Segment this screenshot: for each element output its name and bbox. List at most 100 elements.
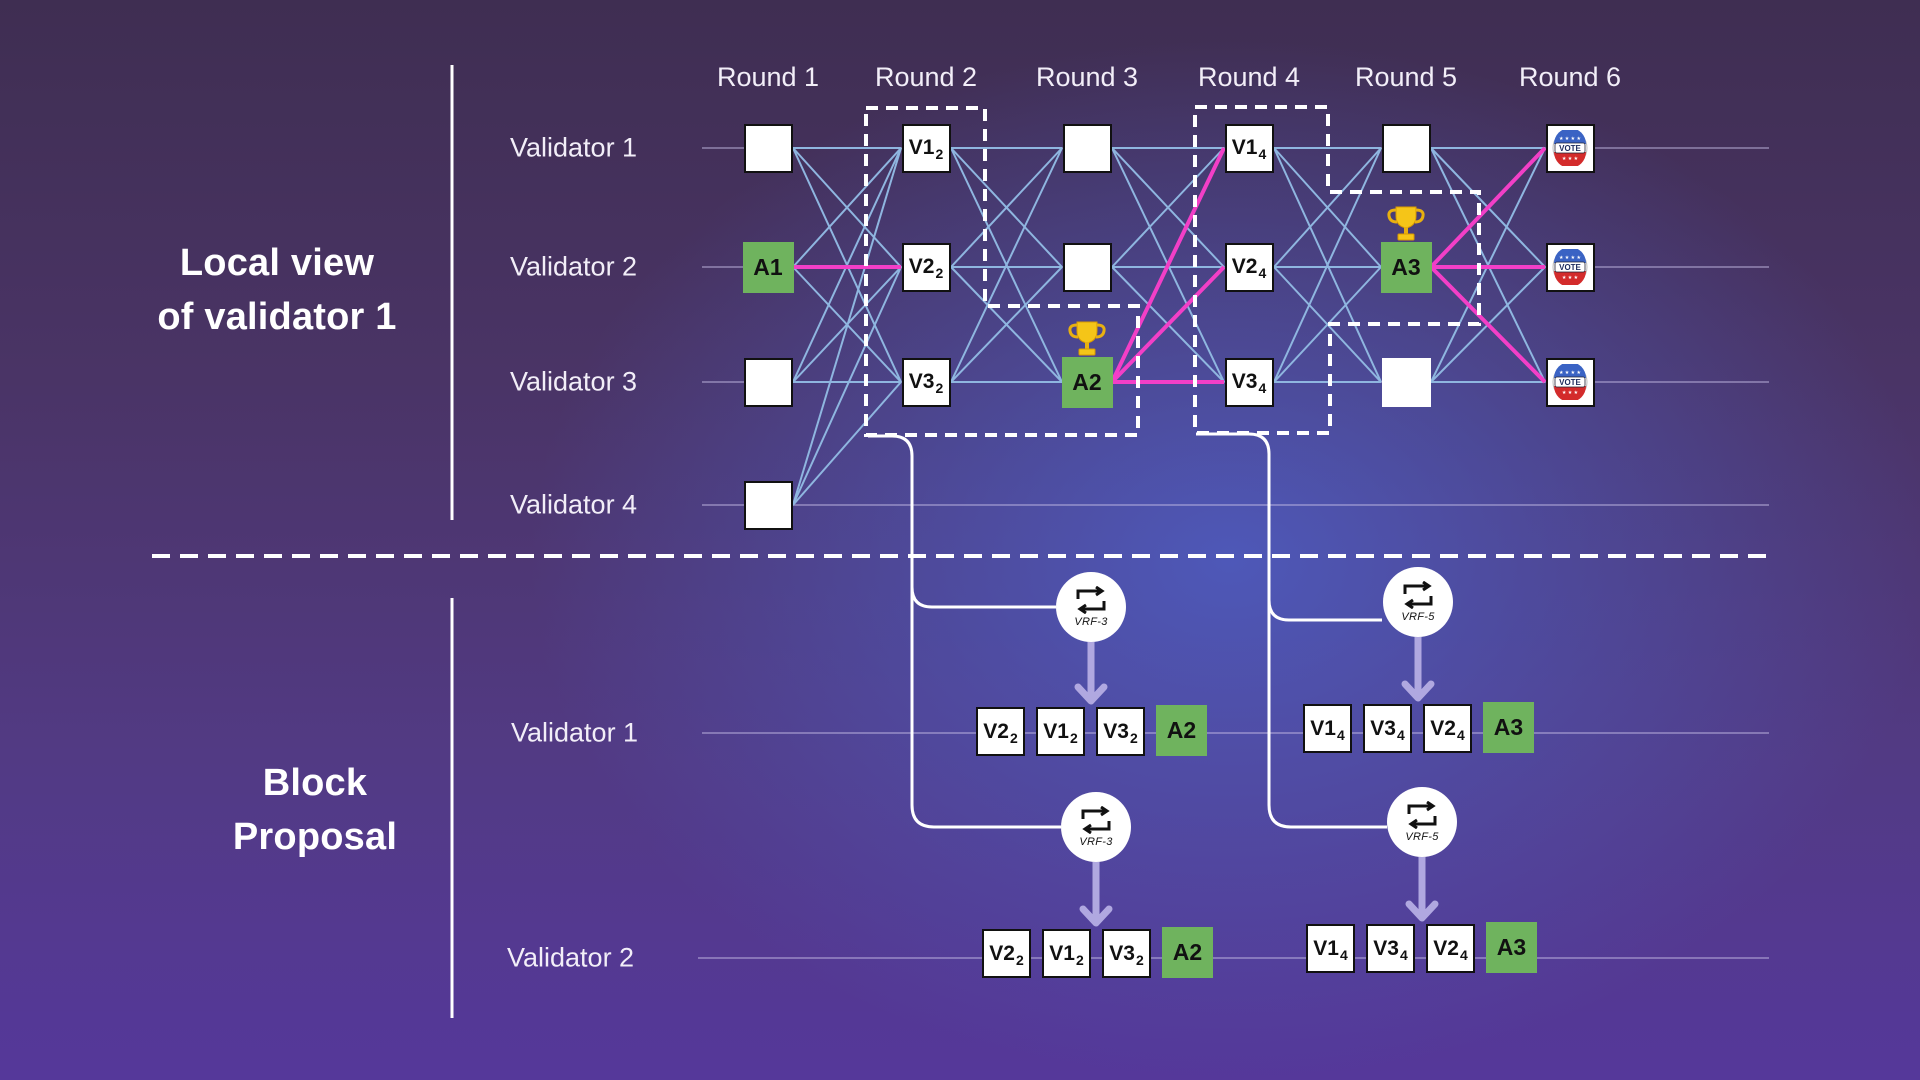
shuffle-repeat-icon [1076,586,1106,614]
block-label: V1 [1043,719,1069,743]
vrf-label: VRF-5 [1401,611,1435,623]
anchor-support-edge [1110,147,1226,383]
reference-edge [1273,266,1382,383]
block-label: V3 [1370,716,1396,740]
anchor-vertex-a1[interactable]: A1 [742,241,794,293]
empty-vertex-r3-v1[interactable] [1062,123,1112,173]
anchor-vertex-a3[interactable]: A3 [1380,241,1432,293]
reference-edge [792,381,902,506]
flow-connector-round-4-to-v2 [1267,600,1387,829]
vrf-node-1[interactable]: VRF-3 [1056,572,1126,642]
vertex-round-subscript: 2 [935,265,944,281]
block-label: V2 [1433,936,1459,960]
shuffle-repeat-icon [1081,806,1111,834]
local-row-label-3: Validator 3 [510,366,638,397]
vote-badge-icon: VOTE ★ ★ ★ ★ ★ ★ ★ [1552,130,1588,166]
proposal-row-label-2: Validator 2 [507,942,635,973]
reference-edge [792,266,902,506]
anchor-support-edge [1429,265,1547,384]
block-label: V1 [1310,716,1336,740]
reference-edge [950,147,1063,268]
block-proposal-title-line1: Block [262,762,368,804]
block-round-subscript: 4 [1459,946,1468,963]
trophy-icon [1387,206,1425,240]
proposal-anchor-a2[interactable]: A2 [1162,927,1213,978]
empty-vertex-r1-v1[interactable] [743,123,793,173]
vertex-label: V1 [1231,136,1258,159]
proposal-anchor-a3[interactable]: A3 [1483,702,1534,753]
proposal-anchor-a3[interactable]: A3 [1486,922,1537,973]
vrf-label: VRF-3 [1079,836,1113,848]
block-label: V3 [1373,936,1399,960]
shuffle-repeat-icon [1403,581,1433,609]
flow-connector-round-2-to-v2 [910,587,1061,829]
arrow-head-icon [1079,905,1113,927]
anchor-support-edge [1110,265,1226,384]
block-label: V3 [1109,941,1135,965]
anchor-vertex-a2[interactable]: A2 [1061,356,1113,408]
vrf-node-2[interactable]: VRF-5 [1383,567,1453,637]
round-label-3: Round 3 [1035,62,1139,92]
proposal-anchor-a2[interactable]: A2 [1156,705,1207,756]
block-label: A3 [1493,714,1524,740]
vote-vertex-v1[interactable]: VOTE ★ ★ ★ ★ ★ ★ ★ [1545,123,1595,173]
svg-text:VOTE: VOTE [1559,263,1581,272]
shuffle-repeat-icon [1407,801,1437,829]
vrf-node-4[interactable]: VRF-5 [1387,787,1457,857]
svg-text:★ ★ ★ ★: ★ ★ ★ ★ [1559,370,1582,376]
proposal-row-label-1: Validator 1 [511,717,639,748]
svg-text:★ ★ ★: ★ ★ ★ [1562,275,1579,281]
svg-text:VOTE: VOTE [1559,144,1581,153]
local-row-label-2: Validator 2 [510,251,638,282]
reference-edge [1273,147,1382,268]
arrow-head-icon [1401,680,1435,702]
block-label: A3 [1496,934,1527,960]
block-label: A2 [1172,939,1203,965]
block-round-subscript: 2 [1135,951,1144,968]
svg-text:★ ★ ★ ★: ★ ★ ★ ★ [1559,136,1582,142]
round-label-5: Round 5 [1354,62,1458,92]
empty-vertex-r1-v3[interactable] [743,357,793,407]
reference-edge [792,147,902,506]
svg-text:★ ★ ★: ★ ★ ★ [1562,156,1579,162]
round-label-1: Round 1 [716,62,820,92]
block-round-subscript: 4 [1396,726,1405,743]
block-round-subscript: 2 [1069,729,1078,746]
empty-vertex-r3-v2[interactable] [1062,242,1112,292]
arrow-head-icon [1405,900,1439,922]
vertex-label: V2 [1231,255,1258,278]
block-round-subscript: 2 [1075,951,1084,968]
vrf-node-3[interactable]: VRF-3 [1061,792,1131,862]
vrf-label: VRF-5 [1405,831,1439,843]
vote-vertex-v3[interactable]: VOTE★ ★ ★ ★★ ★ ★ [1545,357,1595,407]
arrow-head-icon [1074,683,1108,705]
block-round-subscript: 2 [1009,729,1018,746]
vote-vertex-v2[interactable]: VOTE ★ ★ ★ ★ ★ ★ ★ [1545,242,1595,292]
empty-vertex-r5-v1[interactable] [1381,123,1431,173]
vrf-label: VRF-3 [1074,616,1108,628]
local-view-title-line1: Local view [179,242,375,284]
empty-vertex-r5-v3[interactable] [1381,357,1431,407]
empty-vertex-r1-v4[interactable] [743,480,793,530]
vertex-round-subscript: 4 [1258,380,1267,396]
svg-text:★ ★ ★ ★: ★ ★ ★ ★ [1559,255,1582,261]
